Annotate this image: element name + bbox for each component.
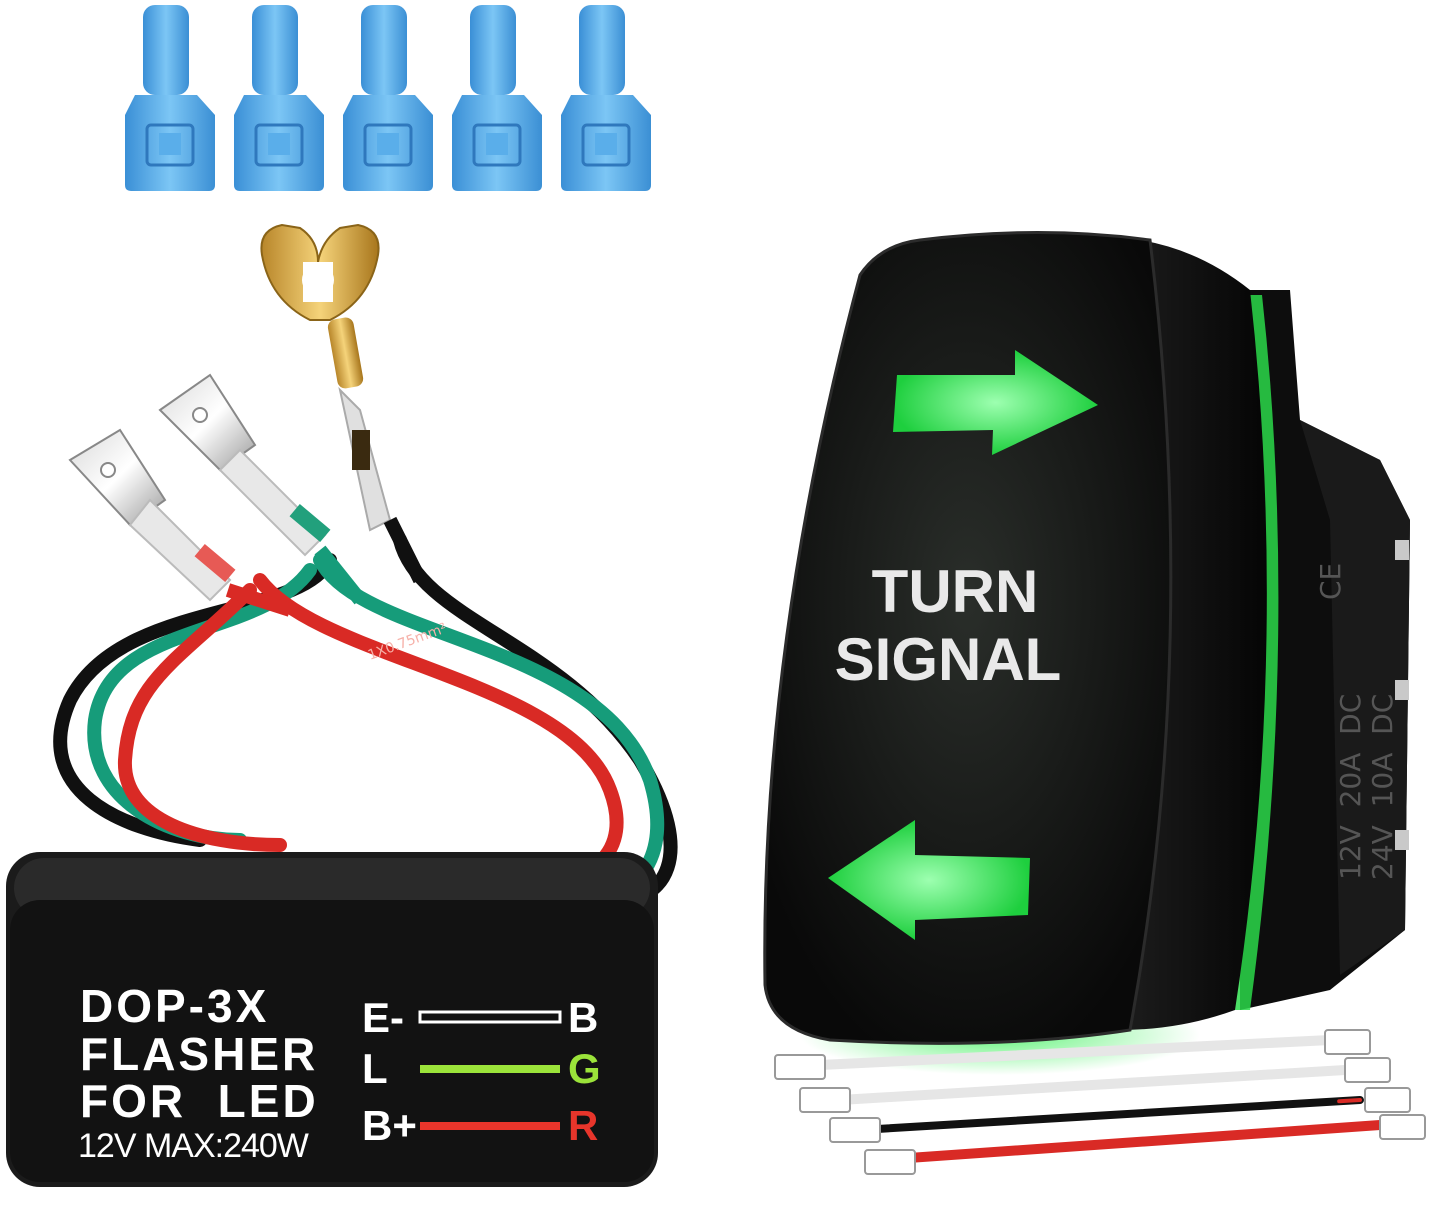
flasher-terminals [68, 223, 427, 617]
rating-text-1: 12V 20A DC [1334, 694, 1367, 880]
switch-side-print: CE 12V 20A DC 24V 10A DC [1314, 563, 1399, 880]
arrow-right-icon [893, 350, 1098, 455]
legend-line [420, 1122, 560, 1130]
legend-left-label: L [362, 1045, 388, 1092]
legend-right-label: G [568, 1045, 601, 1092]
rocker-switch: CE 12V 20A DC 24V 10A DC TURN SIGNAL [763, 231, 1410, 1075]
blue-connectors [125, 5, 651, 191]
legend-right-label: R [568, 1102, 598, 1149]
blue-connector [452, 5, 542, 191]
blue-connector [561, 5, 651, 191]
ce-mark: CE [1314, 563, 1347, 600]
switch-harness [774, 1029, 1426, 1175]
legend-line [420, 1065, 560, 1073]
blue-connector [234, 5, 324, 191]
fork-terminal [260, 223, 427, 584]
spade-terminal [158, 373, 366, 605]
legend-row-e: E- B [362, 994, 598, 1041]
flasher-type-text: FLASHER [80, 1028, 318, 1080]
flasher-module [6, 852, 658, 1187]
switch-label-line2: SIGNAL [835, 626, 1062, 693]
arrow-left-icon [828, 820, 1030, 940]
flasher-model-text: DOP-3X [80, 980, 269, 1032]
rating-text-2: 24V 10A DC [1366, 694, 1399, 880]
legend-line [418, 1010, 562, 1024]
spade-terminal [68, 428, 293, 617]
flasher-for-led-text: FOR LED [80, 1075, 319, 1127]
flasher-wires: 1X0.75mm² [53, 533, 678, 909]
blue-connector [125, 5, 215, 191]
switch-label-line1: TURN [872, 558, 1039, 625]
legend-left-label: B+ [362, 1102, 417, 1149]
legend-row-l: L G [362, 1045, 601, 1092]
legend-right-label: B [568, 994, 598, 1041]
flasher-label: DOP-3X FLASHER FOR LED 12V MAX:240W [78, 980, 319, 1165]
legend-row-b: B+ R [362, 1102, 598, 1149]
legend-left-label: E- [362, 994, 404, 1041]
blue-connector [343, 5, 433, 191]
wire-legend: E- B L G B+ R [362, 994, 601, 1149]
flasher-rating-text: 12V MAX:240W [78, 1127, 309, 1165]
